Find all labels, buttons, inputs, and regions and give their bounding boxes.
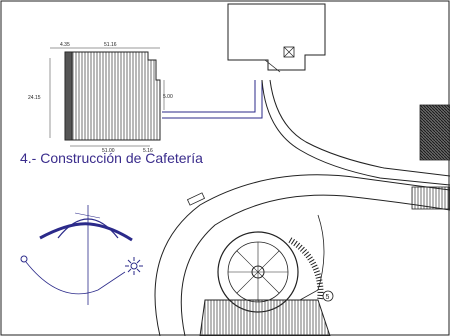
dim-top-left: 4.35 — [60, 42, 70, 48]
dim-bottom-right: 5.16 — [143, 148, 153, 154]
connector-paths — [162, 79, 450, 186]
marker-label: 5 — [326, 294, 330, 301]
dim-top-main: 51.16 — [104, 42, 117, 48]
solar-diagram — [20, 205, 143, 305]
marker-5: 5 — [322, 290, 334, 302]
dim-left-height: 24.15 — [28, 95, 41, 101]
right-walkway-block — [411, 186, 450, 210]
drawing-caption: 4.- Construcción de Cafetería — [20, 150, 203, 166]
right-hatched-block — [419, 104, 450, 161]
dim-bottom-main: 51.00 — [102, 148, 115, 154]
curved-plaza — [154, 174, 450, 336]
rotunda — [199, 231, 331, 336]
dim-right-side: 5.00 — [163, 94, 173, 100]
top-building — [227, 3, 326, 73]
cafeteria-plan: 4.35 51.16 24.15 5.00 51.00 5.16 — [28, 42, 173, 154]
